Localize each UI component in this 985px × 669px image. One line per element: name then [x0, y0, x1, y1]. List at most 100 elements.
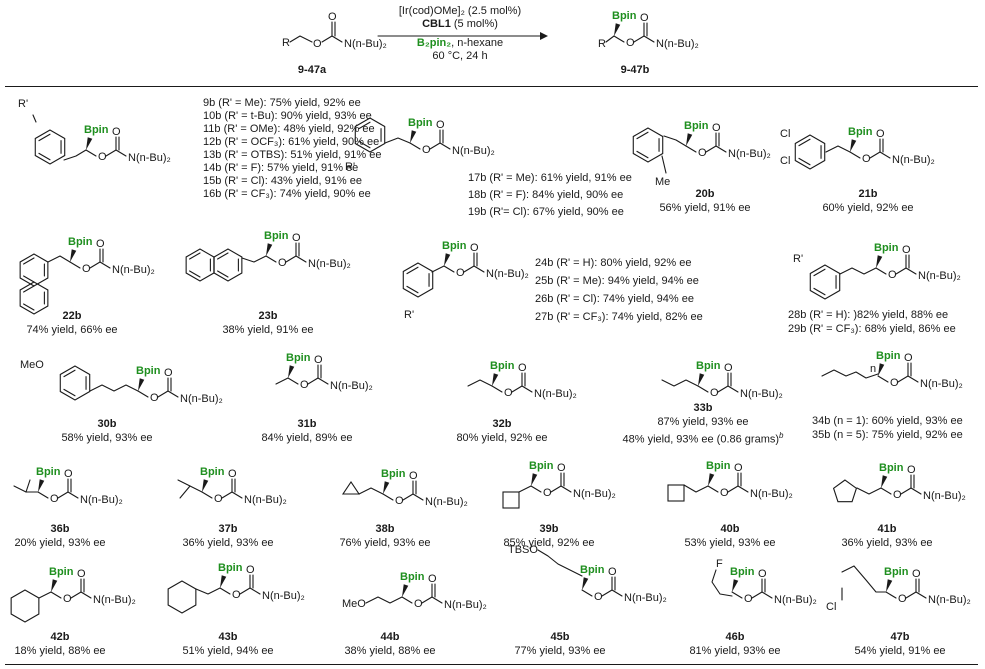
- stereo-wedge: [402, 584, 409, 597]
- bond: [287, 377, 299, 385]
- carbonyl-oxygen-label: O: [902, 244, 911, 256]
- bpin-label: Bpin: [36, 466, 61, 478]
- amine-label: N(n-Bu)₂: [892, 154, 935, 166]
- bond: [473, 265, 485, 273]
- amine-label: N(n-Bu)₂: [774, 594, 817, 606]
- bpin-label: Bpin: [49, 566, 74, 578]
- bond: [409, 142, 421, 150]
- bond-chain: [47, 255, 71, 263]
- bond: [431, 265, 445, 273]
- bond: [707, 485, 719, 493]
- bond: [137, 390, 149, 398]
- oxygen-label: O: [890, 377, 899, 389]
- tbso-label: TBSO: [508, 544, 538, 556]
- amine-label: N(n-Bu)₂: [308, 258, 351, 270]
- bond: [511, 385, 523, 393]
- bond: [217, 252, 229, 260]
- reaction-conditions: [Ir(cod)OMe]₂ (2.5 mol%) CBL1 (5 mol%) B…: [380, 5, 540, 63]
- bpin-label: Bpin: [218, 562, 243, 574]
- bond: [849, 151, 861, 159]
- amine-label: N(n-Bu)₂: [534, 388, 577, 400]
- oxygen-label: O: [744, 593, 753, 605]
- bond: [189, 270, 201, 278]
- bpin-label: Bpin: [612, 10, 637, 22]
- bond: [727, 485, 739, 493]
- stereo-wedge: [850, 139, 857, 152]
- bond: [85, 149, 97, 157]
- bond: [69, 261, 81, 269]
- bond: [38, 152, 51, 161]
- list-item: 29b (R' = CF₃): 68% yield, 86% ee: [788, 323, 956, 335]
- bond-chain: [839, 267, 877, 275]
- carbonyl-oxygen-label: O: [608, 566, 617, 578]
- carbonyl-oxygen-label: O: [904, 352, 913, 364]
- bond: [358, 140, 371, 149]
- list-item: 26b (R' = Cl): 74% yield, 94% ee: [535, 293, 694, 305]
- amine-label: N(n-Bu)₂: [128, 152, 171, 164]
- stereo-wedge: [410, 130, 417, 143]
- amine-label: N(n-Bu)₂: [573, 488, 616, 500]
- bpin-label: Bpin: [730, 566, 755, 578]
- oxygen-label: O: [543, 487, 552, 499]
- ring: [809, 264, 841, 300]
- bond-chain: [195, 587, 221, 595]
- bond: [25, 479, 31, 493]
- oxygen-label: O: [150, 392, 159, 404]
- bond: [907, 375, 919, 383]
- bond: [661, 155, 667, 174]
- list-item: 10b (R' = t-Bu): 90% yield, 93% ee: [203, 110, 372, 122]
- oxygen-label: O: [300, 379, 309, 391]
- chlorine-label: Cl: [780, 155, 790, 167]
- oxygen-label: O: [82, 263, 91, 275]
- bond: [189, 485, 203, 493]
- product-label: 9-47b: [620, 64, 650, 76]
- methoxy-label: MeO: [20, 359, 44, 371]
- amine-label: N(n-Bu)₂: [624, 592, 667, 604]
- bottom-rule: [5, 664, 978, 665]
- bpin-label: Bpin: [879, 462, 904, 474]
- carbonyl-oxygen-label: O: [436, 119, 445, 131]
- ring: [832, 479, 858, 503]
- bond-chain: [467, 379, 493, 387]
- oxygen-label: O: [395, 495, 404, 507]
- bond: [705, 145, 717, 153]
- amine-label: N(n-Bu)₂: [740, 388, 783, 400]
- oxygen-label: O: [414, 598, 423, 610]
- amine-label: N(n-Bu)₂: [244, 494, 287, 506]
- bond: [406, 285, 419, 294]
- ring: [10, 589, 40, 623]
- bond: [99, 261, 111, 269]
- carbonyl-oxygen-label: O: [228, 468, 237, 480]
- bpin-label: Bpin: [400, 571, 425, 583]
- amine-label: N(n-Bu)₂: [330, 380, 373, 392]
- ring: [167, 580, 197, 614]
- fluorine-label: F: [716, 558, 723, 570]
- ring: [34, 129, 66, 165]
- condition-ligand: CBL1 (5 mol%): [422, 18, 498, 30]
- bpin-label: Bpin: [876, 350, 901, 362]
- compound-33b: 33b 87% yield, 93% ee 48% yield, 93% ee …: [622, 402, 784, 446]
- bpin-label: Bpin: [874, 242, 899, 254]
- oxygen-label: O: [888, 269, 897, 281]
- bond-chain: [711, 569, 733, 597]
- bpin-label: Bpin: [408, 117, 433, 129]
- chlorine-label: Cl: [826, 601, 836, 613]
- methoxy-label: MeO: [342, 598, 366, 610]
- methyl-label: Me: [655, 176, 670, 188]
- carbonyl-oxygen-label: O: [77, 568, 86, 580]
- carbonyl-oxygen-label: O: [328, 11, 337, 23]
- bpin-label: Bpin: [68, 236, 93, 248]
- bpin-label: Bpin: [696, 360, 721, 372]
- reaction-arrow-head: [540, 32, 548, 40]
- bond: [633, 35, 645, 43]
- bpin-label: Bpin: [490, 360, 515, 372]
- bond: [915, 591, 927, 599]
- list-item: 16b (R' = CF₃): 74% yield, 90% ee: [203, 188, 371, 200]
- bond: [201, 491, 213, 499]
- amine-label: N(n-Bu)₂: [425, 496, 468, 508]
- bond: [217, 270, 229, 278]
- bond: [321, 35, 333, 43]
